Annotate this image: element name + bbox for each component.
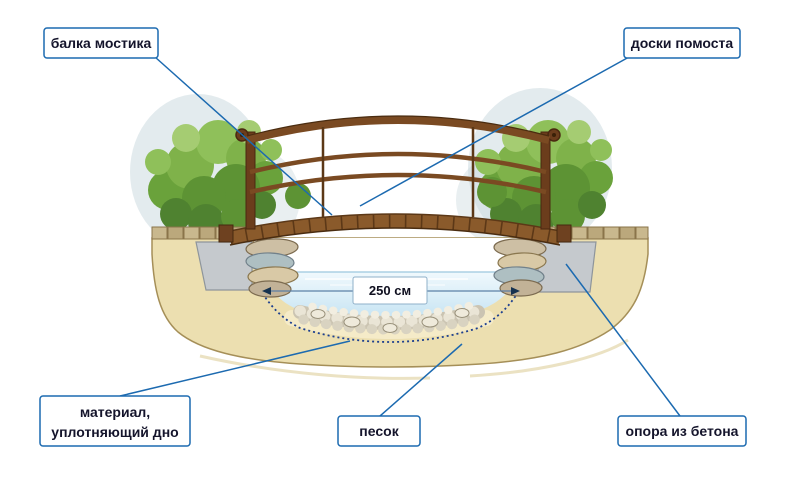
callout-deck-boards-text: доски помоста [631,35,734,51]
callout-beam: балка мостика [43,27,159,59]
leader-sand [379,343,463,417]
stone-stack-right [493,238,547,297]
dimension-250cm: 250 см [262,276,520,305]
leader-beam [154,56,333,216]
earth-streak [469,338,629,378]
callout-concrete-support-box [617,415,747,447]
stone-stack-left [245,238,299,298]
callout-bottom-liner: материал, уплотняющий дно [39,395,191,447]
dimension-box [352,276,428,305]
pebble-accents [310,308,470,333]
liner-dotted-line [255,279,525,343]
callout-bottom-liner-line2: уплотняющий дно [51,424,178,440]
basin-excavation [252,238,530,272]
callout-sand-text: песок [359,423,399,439]
concrete-support-right [537,241,597,293]
leader-bottom-liner [119,340,351,397]
callout-sand-box [337,415,421,447]
callout-beam-box [43,27,159,59]
dimension-arrow-right [511,287,520,295]
bridge-post-right [540,131,551,230]
handrail-volute-right-center [552,133,556,137]
callout-beam-text: балка мостика [51,35,152,51]
earth-streak [199,354,431,380]
bridge-deck-board-gaps [228,214,562,245]
bridge-handrail-edge [246,115,550,137]
bridge-beam-end-right [556,224,572,243]
bridge-handrail [245,116,551,144]
concrete-support-left [195,241,253,291]
callout-concrete-support-text: опора из бетона [626,423,739,439]
callout-deck-boards-box [623,27,741,59]
pebble-row [301,301,477,319]
dimension-arrow-left [262,287,271,295]
callout-concrete-support: опора из бетона [617,415,747,447]
callout-sand: песок [337,415,421,447]
bridge-deck-top-edge [229,213,561,232]
bridge-mid-rail-upper [249,151,547,175]
leader-lines [119,56,681,417]
wooden-bridge [218,115,572,246]
callout-deck-boards: доски помоста [623,27,741,59]
bridge-post-left [245,131,256,230]
dimension-text: 250 см [369,283,411,298]
callout-bottom-liner-line1: материал, [80,404,150,420]
bridge-beam-end-left [218,224,234,243]
pebble-row [292,313,486,335]
callout-bottom-liner-box [39,395,191,447]
bridge-deck-bottom-edge [229,227,561,246]
leader-concrete-support [565,263,681,417]
leader-deck-boards [359,56,630,207]
bridge-mid-rail-lower [249,172,547,195]
